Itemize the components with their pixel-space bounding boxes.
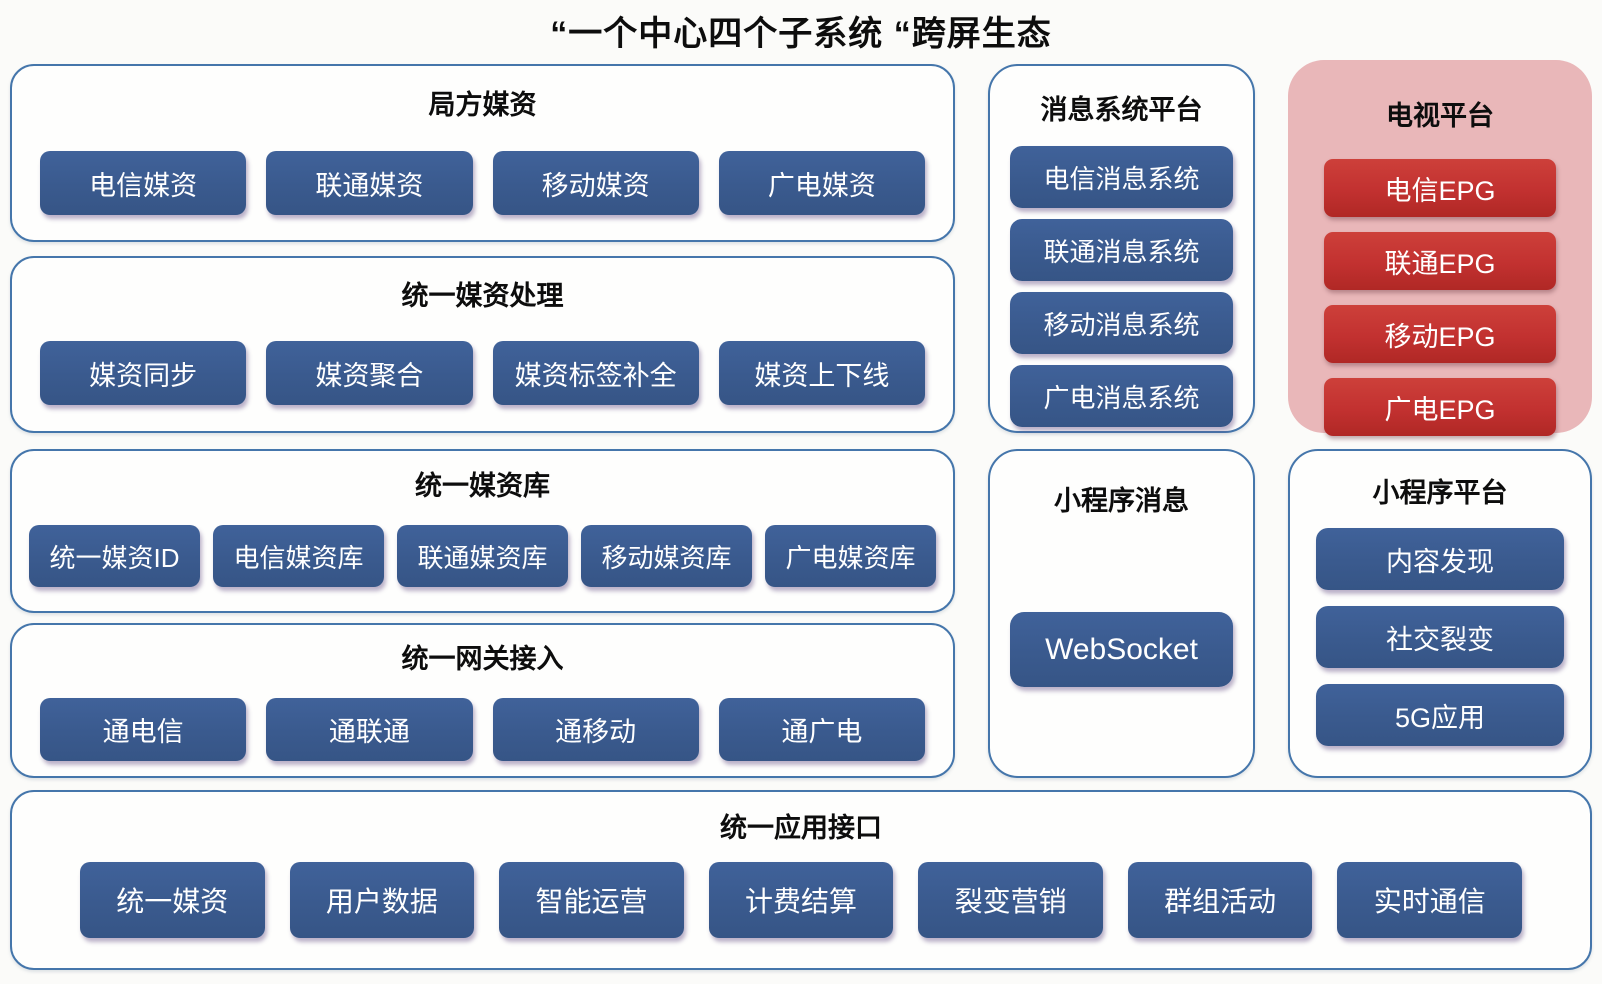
node-box: 用户数据 xyxy=(289,862,475,938)
node-box: 移动消息系统 xyxy=(1010,292,1233,354)
panel-title-tv-platform: 电视平台 xyxy=(1386,101,1494,131)
node-row-media-source: 电信媒资联通媒资移动媒资广电媒资 xyxy=(12,151,953,215)
panel-title-miniapp-platform: 小程序平台 xyxy=(1372,478,1508,508)
node-box: 广电EPG xyxy=(1324,378,1556,436)
node-box: 智能运营 xyxy=(499,862,684,938)
node-box: 通广电 xyxy=(718,698,925,761)
node-box: 电信媒资 xyxy=(40,151,247,215)
node-box: 裂变营销 xyxy=(918,862,1103,938)
node-box: 计费结算 xyxy=(708,862,894,938)
node-row-tv-platform: 电信EPG 联通EPG 移动EPG 广电EPG xyxy=(1288,159,1592,436)
node-row-miniapp-platform: 内容发现社交裂变 5G应用 xyxy=(1290,528,1590,746)
node-box: 联通媒资 xyxy=(266,151,473,215)
panel-title-media-library: 统一媒资库 xyxy=(415,471,550,501)
panel-miniapp-message: 小程序消息 WebSocket xyxy=(988,449,1255,778)
node-box: 通移动 xyxy=(492,698,699,761)
node-box: 移动EPG xyxy=(1324,305,1556,363)
panel-title-miniapp-message: 小程序消息 xyxy=(1054,486,1189,516)
panel-title-media-processing: 统一媒资处理 xyxy=(401,281,564,311)
panel-media-processing: 统一媒资处理 媒资同步媒资聚合媒资标签补全媒资上下线 xyxy=(10,256,955,433)
node-box: 5G应用 xyxy=(1316,684,1564,746)
node-row-media-processing: 媒资同步媒资聚合媒资标签补全媒资上下线 xyxy=(12,341,953,405)
node-box: 电信EPG xyxy=(1324,159,1556,217)
node-box: 内容发现 xyxy=(1316,528,1564,590)
node-box: 联通EPG xyxy=(1324,232,1556,290)
panel-message-platform: 消息系统平台 电信消息系统联通消息系统移动消息系统广电消息系统 xyxy=(988,64,1255,433)
node-box: 实时通信 xyxy=(1337,862,1523,938)
panel-title-app-interface: 统一应用接口 xyxy=(720,813,882,843)
node-box: 媒资上下线 xyxy=(718,341,925,405)
node-row-message-platform: 电信消息系统联通消息系统移动消息系统广电消息系统 xyxy=(990,146,1253,427)
panel-title-gateway-access: 统一网关接入 xyxy=(401,644,564,674)
node-box: 通电信 xyxy=(40,698,247,761)
node-box: 媒资同步 xyxy=(40,341,247,405)
node-box: 广电消息系统 xyxy=(1010,365,1233,427)
panel-miniapp-platform: 小程序平台 内容发现社交裂变 5G应用 xyxy=(1288,449,1592,778)
node-box: 移动媒资库 xyxy=(581,525,752,587)
node-box: 通联通 xyxy=(266,698,473,761)
panel-gateway-access: 统一网关接入 通电信通联通通移动通广电 xyxy=(10,623,955,778)
node-box: 移动媒资 xyxy=(492,151,699,215)
node-box: 统一媒资 xyxy=(80,862,265,938)
node-box: 统一媒资ID xyxy=(29,525,200,587)
node-box: 广电媒资 xyxy=(718,151,925,215)
node-box: 电信消息系统 xyxy=(1010,146,1233,208)
node-row-miniapp-message: WebSocket xyxy=(990,612,1253,687)
node-box: 联通媒资库 xyxy=(397,525,568,587)
node-box: 联通消息系统 xyxy=(1010,219,1233,281)
node-box: 电信媒资库 xyxy=(213,525,384,587)
node-box: 群组活动 xyxy=(1127,862,1313,938)
node-box: 媒资标签补全 xyxy=(492,341,699,405)
node-box: 广电媒资库 xyxy=(765,525,936,587)
node-box: WebSocket xyxy=(1010,612,1233,687)
panel-tv-platform: 电视平台 电信EPG 联通EPG 移动EPG 广电EPG xyxy=(1288,60,1592,436)
node-row-app-interface: 统一媒资用户数据智能运营计费结算裂变营销群组活动实时通信 xyxy=(12,862,1590,938)
node-box: 社交裂变 xyxy=(1316,606,1564,668)
node-row-gateway-access: 通电信通联通通移动通广电 xyxy=(12,698,953,761)
node-box: 媒资聚合 xyxy=(266,341,473,405)
panel-app-interface: 统一应用接口 统一媒资用户数据智能运营计费结算裂变营销群组活动实时通信 xyxy=(10,790,1592,970)
panel-media-source: 局方媒资 电信媒资联通媒资移动媒资广电媒资 xyxy=(10,64,955,242)
panel-title-media-source: 局方媒资 xyxy=(428,90,537,120)
panel-title-message-platform: 消息系统平台 xyxy=(1040,95,1203,125)
diagram-title: “一个中心四个子系统 “跨屏生态 xyxy=(550,15,1052,53)
